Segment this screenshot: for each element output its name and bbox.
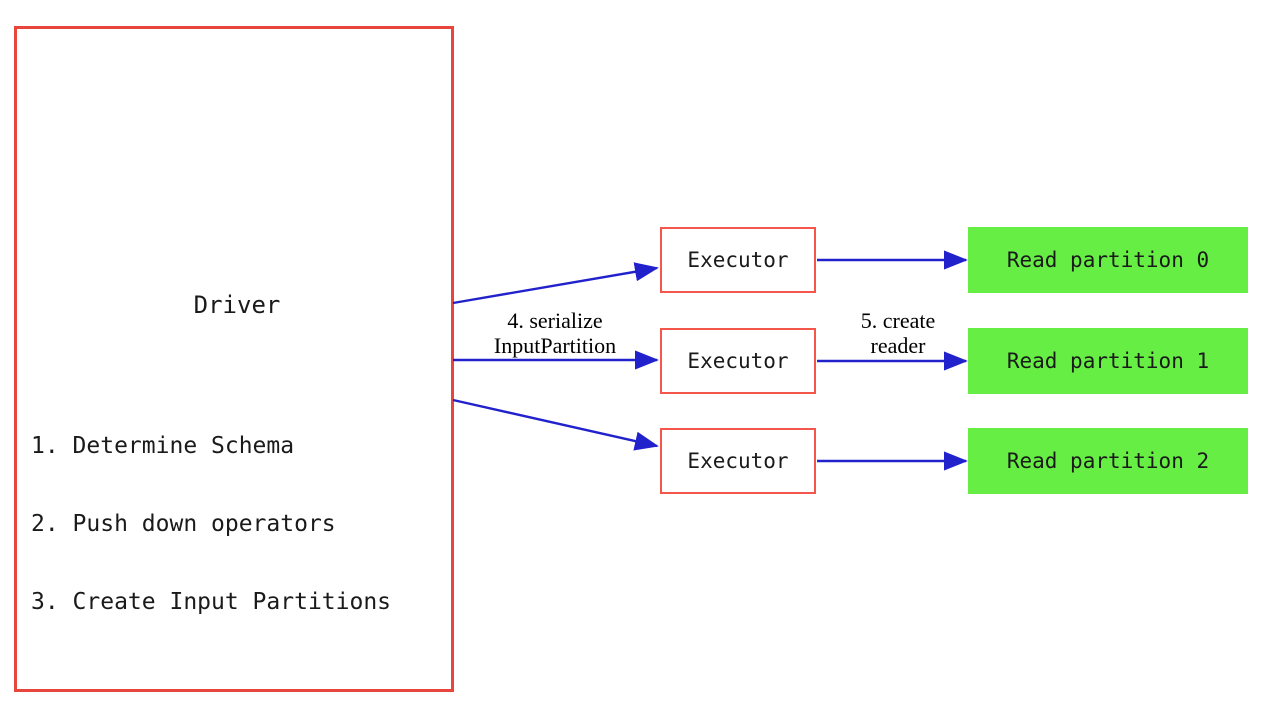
driver-step-3: 3. Create Input Partitions	[31, 589, 392, 615]
read-partition-box-0: Read partition 0	[968, 227, 1248, 293]
arrow-driver-to-executor-2	[452, 398, 659, 451]
driver-step-1: 1. Determine Schema	[31, 433, 295, 459]
edge-label-create-reader-line1: 5. create	[860, 308, 936, 333]
executor-box-1: Executor	[660, 328, 816, 394]
driver-steps-list: 1. Determine Schema 2. Push down operato…	[31, 381, 451, 667]
read-partition-label-1: Read partition 1	[1006, 349, 1210, 373]
read-partition-box-2: Read partition 2	[968, 428, 1248, 494]
read-partition-box-1: Read partition 1	[968, 328, 1248, 394]
edge-label-serialize-line2: InputPartition	[493, 333, 617, 358]
executor-box-2: Executor	[660, 428, 816, 494]
executor-label-0: Executor	[687, 248, 789, 272]
executor-label-1: Executor	[687, 349, 789, 373]
read-partition-label-0: Read partition 0	[1006, 248, 1210, 272]
driver-step-2: 2. Push down operators	[31, 511, 336, 537]
edge-label-create-reader-line2: reader	[870, 333, 926, 358]
edge-label-create-reader: 5. create reader	[828, 308, 968, 358]
driver-box: Driver 1. Determine Schema 2. Push down …	[14, 26, 454, 692]
edge-label-serialize: 4. serialize InputPartition	[460, 308, 650, 358]
arrow-driver-to-executor-0	[452, 262, 659, 305]
edge-label-serialize-line1: 4. serialize	[507, 308, 603, 333]
driver-title: Driver	[193, 291, 281, 319]
executor-box-0: Executor	[660, 227, 816, 293]
executor-label-2: Executor	[687, 449, 789, 473]
read-partition-label-2: Read partition 2	[1006, 449, 1210, 473]
